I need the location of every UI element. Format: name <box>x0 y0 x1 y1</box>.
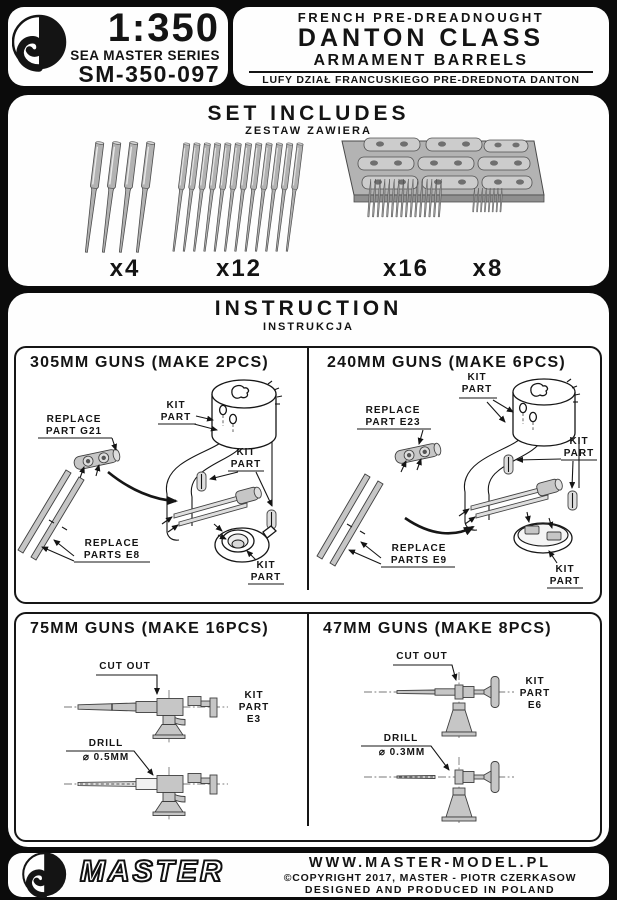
title-box: FRENCH PRE-DREADNOUGHT DANTON CLASS ARMA… <box>233 7 609 86</box>
website-label: WWW.MASTER-MODEL.PL <box>308 855 552 871</box>
label-replace-part-e23: REPLACE PART E23 <box>365 405 421 428</box>
label-cut-out: CUT OUT <box>396 651 448 662</box>
footer-logo-text: MASTER <box>79 854 225 889</box>
set-items-illustration <box>81 137 545 254</box>
label-kit-part-mid: KIT PART <box>230 447 262 470</box>
origin-label: DESIGNED AND PRODUCED IN POLAND <box>304 884 556 896</box>
drawing-75mm <box>64 674 228 820</box>
instruction-subtitle: INSTRUKCJA <box>263 321 354 333</box>
copyright-label: ©COPYRIGHT 2017, MASTER - PIOTR CZERKASO… <box>283 872 577 884</box>
barrels-x12-group <box>170 142 304 253</box>
label-drill: DRILL <box>383 733 419 744</box>
quad-divider <box>307 348 309 590</box>
qty-x8-label: x8 <box>472 255 504 282</box>
set-includes-panel: SET INCLUDES ZESTAW ZAWIERA <box>8 95 609 286</box>
instruction-title: INSTRUCTION <box>214 297 403 320</box>
label-kit-part-top: KIT PART <box>461 372 493 395</box>
sea-master-logo-icon <box>12 14 67 72</box>
scale-label: 1:350 <box>107 6 220 50</box>
barrels-x4-group <box>81 140 156 254</box>
label-kit-part-base: KIT PART <box>549 564 581 587</box>
polish-subtitle: LUFY DZIAŁ FRANCUSKIEGO PRE-DREDNOTA DAN… <box>262 74 580 86</box>
product-title: ARMAMENT BARRELS <box>313 52 529 69</box>
brand-box: 1:350 SEA MASTER SERIES SM-350-097 <box>8 7 228 86</box>
section-title-75mm: 75MM GUNS (MAKE 16PCS) <box>30 620 269 637</box>
title-divider <box>249 71 593 73</box>
label-replace-parts-e8: REPLACE PARTS E8 <box>83 538 141 561</box>
class-title: DANTON CLASS <box>297 24 545 52</box>
label-kit-part-top: KIT PART <box>160 400 192 423</box>
footer-bar: MASTER WWW.MASTER-MODEL.PL ©COPYRIGHT 20… <box>8 852 609 899</box>
label-kit-part-e3: KIT PART E3 <box>238 690 270 725</box>
section-title-240mm: 240MM GUNS (MAKE 6PCS) <box>327 354 566 371</box>
label-cut-out: CUT OUT <box>99 661 151 672</box>
quad-divider <box>307 614 309 826</box>
master-logo-icon <box>22 852 67 899</box>
qty-x12-label: x12 <box>215 255 263 282</box>
label-replace-part-g21: REPLACE PART G21 <box>45 414 103 437</box>
drawing-305mm <box>17 379 284 585</box>
sku-label: SM-350-097 <box>78 61 220 87</box>
nation-title: FRENCH PRE-DREADNOUGHT <box>297 10 545 25</box>
label-drill-diameter: ⌀ 0.3MM <box>378 747 426 758</box>
qty-x4-label: x4 <box>109 255 141 282</box>
section-title-305mm: 305MM GUNS (MAKE 2PCS) <box>30 354 269 371</box>
label-kit-part-mid: KIT PART <box>563 436 595 459</box>
light-guns-subpanel: 75MM GUNS (MAKE 16PCS) CUT OUT KIT PART … <box>14 612 602 842</box>
series-label: SEA MASTER SERIES <box>70 48 220 63</box>
section-75mm: 75MM GUNS (MAKE 16PCS) CUT OUT KIT PART … <box>16 614 307 840</box>
label-kit-part-e6: KIT PART E6 <box>519 676 551 711</box>
set-includes-title: SET INCLUDES <box>207 102 410 125</box>
qty-x16-label: x16 <box>382 255 430 282</box>
label-drill: DRILL <box>88 738 124 749</box>
drawing-240mm <box>316 378 597 589</box>
set-includes-subtitle: ZESTAW ZAWIERA <box>245 125 372 137</box>
section-305mm: 305MM GUNS (MAKE 2PCS) KIT PART REPLACE … <box>16 348 307 602</box>
instruction-panel: INSTRUCTION INSTRUKCJA <box>8 293 609 847</box>
label-replace-parts-e9: REPLACE PARTS E9 <box>390 543 448 566</box>
resin-block-group <box>341 137 545 203</box>
drawing-47mm <box>361 664 514 823</box>
heavy-guns-subpanel: 305MM GUNS (MAKE 2PCS) KIT PART REPLACE … <box>14 346 602 604</box>
section-47mm: 47MM GUNS (MAKE 8PCS) CUT OUT KIT PART E… <box>309 614 601 840</box>
section-title-47mm: 47MM GUNS (MAKE 8PCS) <box>323 620 552 637</box>
section-240mm: 240MM GUNS (MAKE 6PCS) KIT PART REPLACE … <box>309 348 601 602</box>
label-drill-diameter: ⌀ 0.5MM <box>82 752 130 763</box>
label-kit-part-base: KIT PART <box>250 560 282 583</box>
